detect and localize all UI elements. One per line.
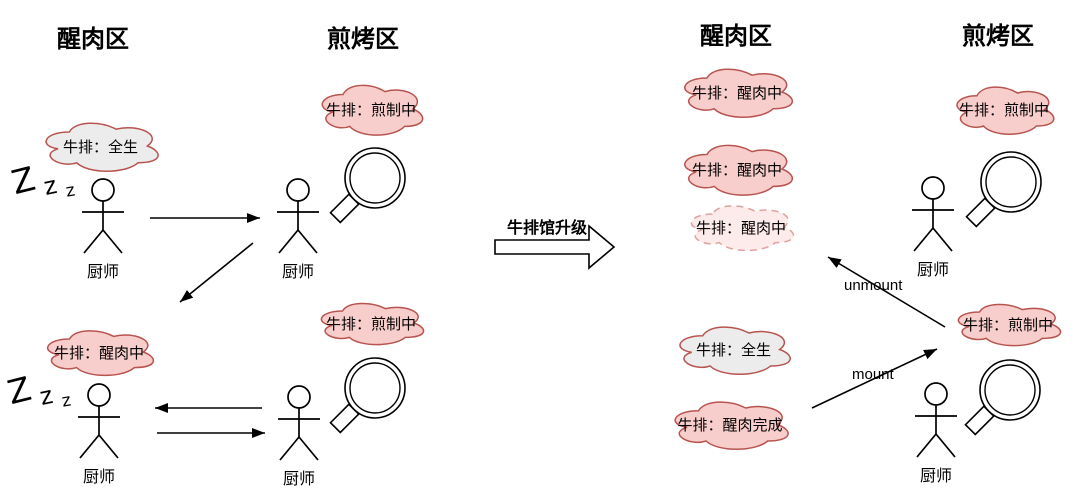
chef-before-rest-bottom: 厨师 xyxy=(69,383,129,487)
zone-title-before-rest: 醒肉区 xyxy=(57,26,129,53)
unmount-label: unmount xyxy=(844,277,903,294)
cloud-after-raw: 牛排：全生 xyxy=(672,322,795,377)
magnifier-icon xyxy=(329,357,406,434)
stick-figure xyxy=(277,178,319,254)
cloud-label: 牛排：醒肉完成 xyxy=(677,417,783,434)
chef-label: 厨师 xyxy=(82,469,115,486)
magnifier-icon xyxy=(965,151,1042,228)
chef-before-rest-top: 厨师 xyxy=(73,178,133,282)
cloud-after-resting-2: 牛排：醒肉中 xyxy=(677,140,797,198)
sleep-z-glyph: Z xyxy=(7,158,39,203)
cloud-label: 牛排：醒肉中 xyxy=(691,84,782,102)
cloud-label: 牛排：煎制中 xyxy=(962,316,1053,334)
zone-title-after-grill: 煎烤区 xyxy=(962,23,1034,50)
cloud-shape xyxy=(672,322,795,377)
magnifier-icon xyxy=(964,359,1041,436)
cloud-before-grilling-bottom: 牛排：煎制中 xyxy=(314,299,428,347)
upgrade-block-arrow xyxy=(494,224,616,270)
cloud-label: 牛排：全生 xyxy=(695,342,771,359)
cloud-label: 牛排：煎制中 xyxy=(325,315,416,333)
chef-label: 厨师 xyxy=(86,264,119,281)
stick-figure xyxy=(915,382,957,458)
stick-figure xyxy=(82,178,124,254)
cloud-after-grilling-top: 牛排：煎制中 xyxy=(950,82,1058,137)
sleep-z-glyph: Z xyxy=(3,368,35,413)
magnifier-icon xyxy=(329,147,406,224)
cloud-before-grilling-top: 牛排：煎制中 xyxy=(315,80,427,138)
upgrade-label: 牛排馆升级 xyxy=(507,220,588,237)
cloud-shape xyxy=(315,80,427,138)
chef-label: 厨师 xyxy=(919,468,952,485)
arrow-unmount xyxy=(827,256,946,328)
sleep-z-glyph: z xyxy=(41,170,60,202)
cloud-shape xyxy=(951,300,1065,348)
stick-figure xyxy=(278,385,320,461)
cloud-after-resting-ghost: 牛排：醒肉中 xyxy=(684,201,798,253)
chef-label: 厨师 xyxy=(282,471,315,488)
chef-before-grill-bottom: 厨师 xyxy=(269,385,329,489)
cloud-label: 牛排：煎制中 xyxy=(325,101,416,119)
cloud-label: 牛排：醒肉中 xyxy=(53,344,144,362)
chef-after-grill-bottom: 厨师 xyxy=(906,382,966,486)
arrow-mount xyxy=(811,348,938,409)
chef-label: 厨师 xyxy=(281,264,314,281)
chef-after-grill-top: 厨师 xyxy=(903,176,963,280)
cloud-shape xyxy=(40,326,158,378)
stick-figure xyxy=(78,383,120,459)
cloud-shape xyxy=(314,299,428,347)
mount-label: mount xyxy=(852,366,894,383)
chef-before-grill-top: 厨师 xyxy=(268,178,328,282)
stick-figure xyxy=(912,176,954,252)
cloud-after-rest-done: 牛排：醒肉完成 xyxy=(667,397,793,452)
chef-label: 厨师 xyxy=(916,262,949,279)
cloud-shape xyxy=(684,201,798,253)
cloud-label: 牛排：全生 xyxy=(62,138,138,156)
arrow-grill-to-rest-diagonal xyxy=(179,242,254,303)
cloud-before-raw: 牛排：全生 xyxy=(38,118,163,174)
cloud-shape xyxy=(677,140,797,198)
cloud-label: 牛排：醒肉中 xyxy=(695,219,786,237)
cloud-label: 牛排：醒肉中 xyxy=(691,161,782,179)
cloud-shape xyxy=(667,397,793,452)
zone-title-after-rest: 醒肉区 xyxy=(700,23,772,50)
cloud-shape xyxy=(950,82,1058,137)
cloud-after-resting-1: 牛排：醒肉中 xyxy=(677,64,797,120)
sleep-z-glyph: z xyxy=(37,380,56,412)
cloud-before-resting: 牛排：醒肉中 xyxy=(40,326,158,378)
cloud-shape xyxy=(677,64,797,120)
cloud-shape xyxy=(38,118,163,174)
zone-title-before-grill: 煎烤区 xyxy=(327,26,399,53)
cloud-label: 牛排：煎制中 xyxy=(958,102,1049,119)
cloud-after-grilling-bottom: 牛排：煎制中 xyxy=(951,300,1065,348)
